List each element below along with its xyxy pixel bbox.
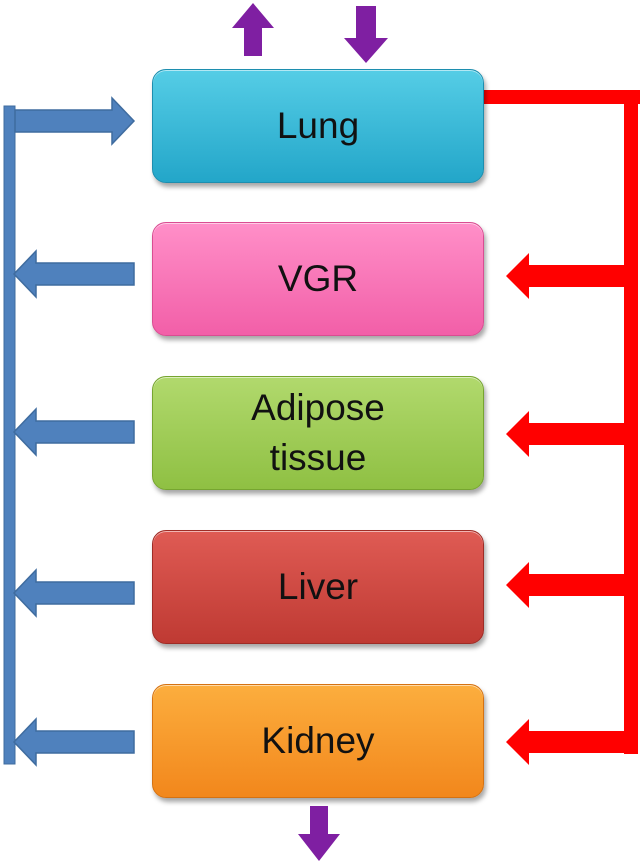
venous-return-line [3, 105, 16, 765]
organ-box-vgr: VGR [152, 222, 484, 336]
arterial-arrow-to-vgr [506, 253, 624, 299]
arterial-arrow-to-liver [506, 562, 624, 608]
organ-box-adipose-tissue: Adipose tissue [152, 376, 484, 490]
up-arrow-icon [232, 3, 274, 56]
venous-arrow-from-kidney [12, 717, 135, 767]
venous-arrow-from-liver [12, 568, 135, 618]
organ-label-adipose-tissue: Adipose tissue [251, 387, 385, 478]
down-arrow-bottom-icon [298, 806, 340, 861]
down-arrow-icon [344, 6, 388, 63]
venous-arrow-from-vgr [12, 249, 135, 299]
venous-arrow-to-lung [14, 96, 136, 146]
organ-box-lung: Lung [152, 69, 484, 183]
organ-box-liver: Liver [152, 530, 484, 644]
organ-label-vgr: VGR [277, 258, 359, 299]
organ-label-lung: Lung [276, 105, 360, 146]
arterial-arrow-to-kidney [506, 719, 624, 765]
organ-label-kidney: Kidney [261, 720, 375, 761]
arterial-arrow-to-adipose [506, 411, 624, 457]
arterial-line-right [624, 90, 638, 754]
organ-label-liver: Liver [277, 566, 359, 607]
venous-arrow-from-adipose [12, 407, 135, 457]
arterial-line-top [484, 90, 640, 104]
organ-box-kidney: Kidney [152, 684, 484, 798]
